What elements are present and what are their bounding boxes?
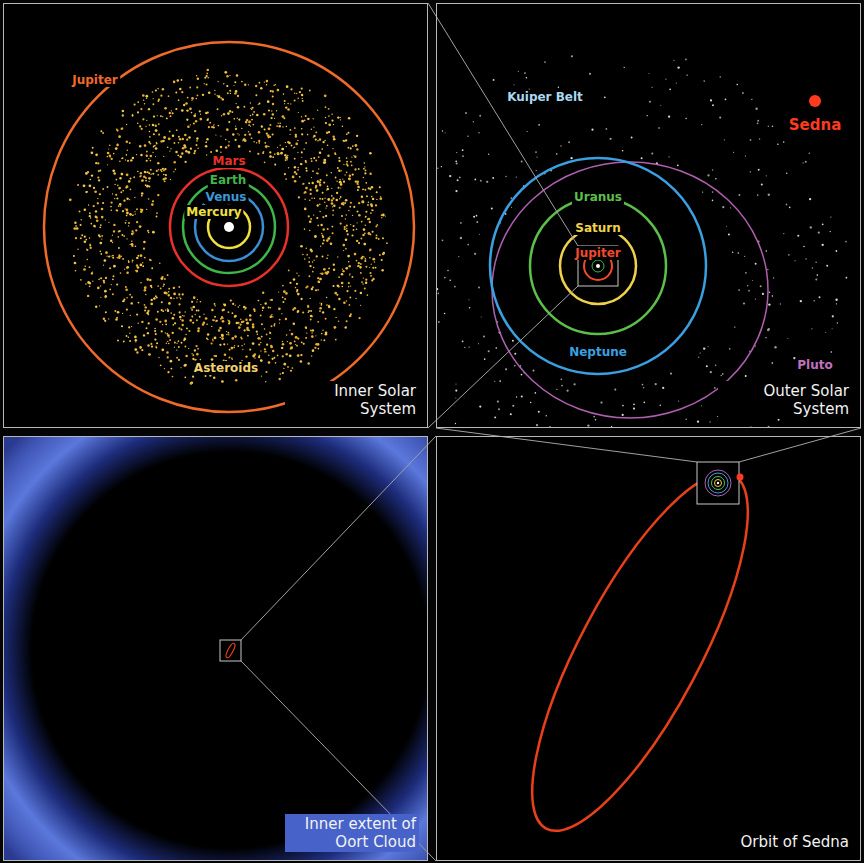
earth-orbit — [183, 181, 275, 273]
pluto-orbit — [492, 162, 768, 418]
body-label: Earth — [208, 173, 249, 187]
view-panel: Inner extent of Oort Cloud — [3, 436, 428, 861]
saturn-orbit-small — [715, 480, 722, 487]
sun — [717, 482, 719, 484]
sedna-orbit — [493, 447, 787, 857]
sun — [596, 264, 600, 268]
body-label: Uranus — [572, 190, 624, 204]
body-label: Kuiper Belt — [505, 90, 585, 104]
body-label: Sedna — [787, 117, 844, 134]
zoom-box — [220, 640, 241, 661]
mars-orbit — [170, 168, 288, 286]
body-label: Saturn — [573, 221, 622, 235]
pluto-orbit-small — [705, 470, 731, 496]
sedna-orbit-small — [225, 642, 237, 658]
zoom-lines — [241, 3, 861, 861]
sedna-body — [737, 474, 744, 481]
jupiter-orbit — [44, 42, 414, 412]
neptune-orbit-small — [708, 473, 728, 493]
kuiper-belt — [436, 55, 847, 428]
panel-caption: Inner Solar System — [285, 381, 419, 419]
body-label: Jupiter — [70, 73, 120, 87]
panel-ground — [3, 3, 428, 428]
zoom-box — [697, 462, 739, 504]
body-label: Jupiter — [573, 246, 623, 260]
sun — [224, 222, 234, 232]
uranus-orbit-small — [712, 477, 725, 490]
uranus-orbit — [530, 198, 666, 334]
neptune-orbit — [490, 158, 706, 374]
panel-ground — [436, 3, 861, 428]
body-label: Pluto — [795, 358, 834, 372]
oort-cloud — [3, 436, 428, 861]
body-label: Mars — [210, 154, 247, 168]
panel-ground — [436, 436, 861, 861]
sedna-body — [809, 95, 821, 107]
body-label: Neptune — [567, 345, 629, 359]
body-label: Venus — [204, 190, 249, 204]
body-label: Mercury — [184, 205, 243, 219]
asteroid-belt — [69, 69, 388, 385]
panel-caption: Outer Solar System — [718, 381, 852, 419]
body-label: Asteroids — [192, 361, 260, 375]
panel-caption: Orbit of Sedna — [737, 832, 852, 852]
view-panel: Orbit of Sedna — [436, 436, 861, 861]
inner-orbits — [592, 260, 604, 272]
panel-caption: Inner extent of Oort Cloud — [285, 814, 419, 852]
